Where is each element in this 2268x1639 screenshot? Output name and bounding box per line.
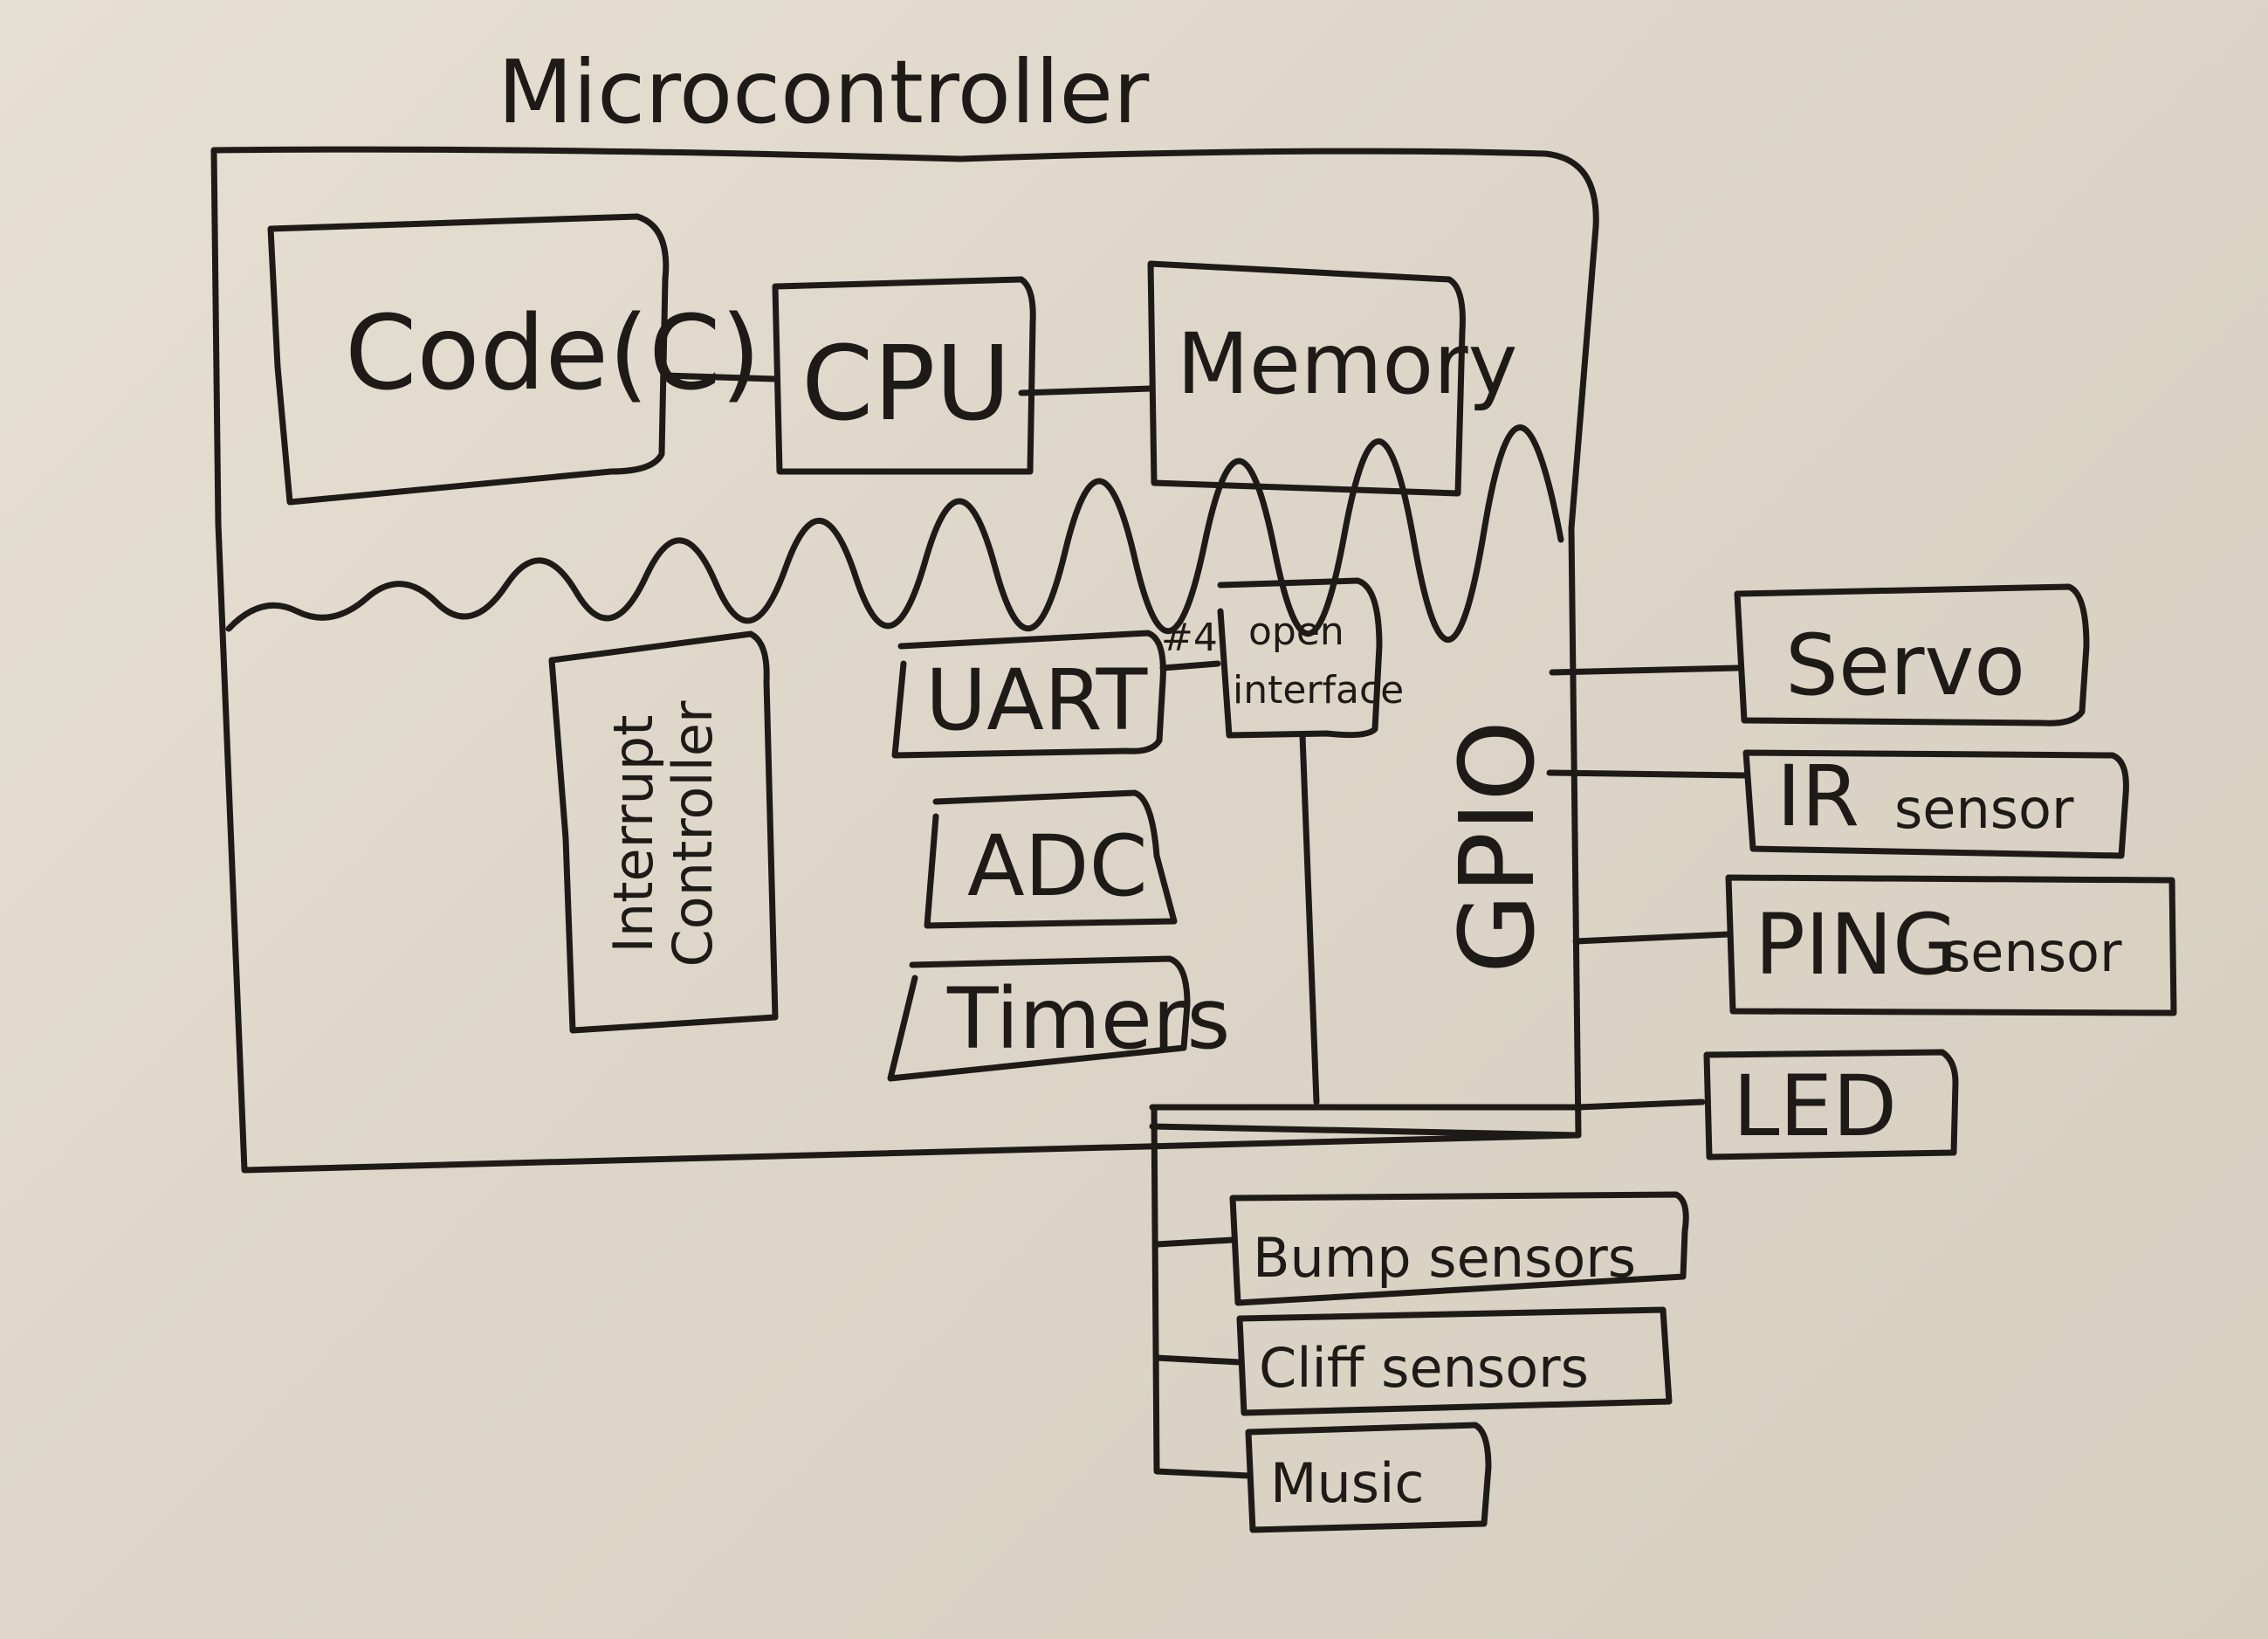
code-label: Code(C) xyxy=(345,293,761,413)
microcontroller-boundary xyxy=(210,146,1599,1174)
cpu-memory-link xyxy=(1018,385,1154,396)
cliff-sensors-label: Cliff sensors xyxy=(1259,1336,1589,1400)
interrupt-controller-label: Interrupt Controller xyxy=(601,700,725,967)
ir-line xyxy=(1546,769,1749,779)
led-block xyxy=(1703,1049,1959,1160)
diagram-title: Microcontroller xyxy=(498,41,1150,143)
oi-down-line xyxy=(1299,732,1320,1105)
code-cpu-link xyxy=(660,372,779,382)
bump-sensors-label: Bump sensors xyxy=(1253,1226,1636,1290)
open-interface-block xyxy=(1217,577,1383,739)
uart-link-label: #4 xyxy=(1161,616,1218,660)
music-block xyxy=(1245,1422,1492,1533)
cpu-block xyxy=(772,276,1036,475)
uart-block xyxy=(891,630,1166,759)
timers-block xyxy=(887,955,1191,1082)
ping-sensor-block xyxy=(1725,874,2177,1016)
memory-label: Memory xyxy=(1177,315,1517,413)
cliff-sensors-block xyxy=(1236,1306,1673,1416)
adc-block xyxy=(924,789,1178,929)
svg-text:Interrupt: Interrupt xyxy=(601,715,665,954)
ir-sensor-text: sensor xyxy=(1894,777,2074,841)
ir-label: IR xyxy=(1777,747,1859,845)
uart-oi-link xyxy=(1159,660,1221,671)
cliff-branch xyxy=(1153,1354,1243,1366)
bus-bottom-line xyxy=(1149,1123,1582,1139)
code-block xyxy=(267,213,670,506)
ping-line xyxy=(1572,931,1732,945)
open-interface-label-line2: interface xyxy=(1233,668,1404,713)
bump-sensors-block xyxy=(1229,1191,1689,1306)
svg-text:Controller: Controller xyxy=(661,700,725,967)
adc-label: ADC xyxy=(967,817,1148,915)
timers-label: Timers xyxy=(946,970,1230,1068)
uart-label: UART xyxy=(925,651,1148,749)
music-label: Music xyxy=(1270,1451,1424,1515)
cpu-label: CPU xyxy=(801,323,1011,444)
open-interface-label-line1: open xyxy=(1248,609,1344,654)
ping-sensor-text: sensor xyxy=(1942,920,2122,984)
oi-led-bus xyxy=(1149,1098,1706,1111)
svg-text:GPIO: GPIO xyxy=(1437,720,1557,974)
servo-line xyxy=(1549,665,1741,676)
interrupt-controller-block xyxy=(548,630,779,1034)
memory-block xyxy=(1147,260,1466,497)
servo-block xyxy=(1734,583,2090,727)
wavy-separator xyxy=(225,424,1564,643)
oi-device-bus xyxy=(1151,1104,1252,1479)
bump-branch xyxy=(1153,1236,1236,1248)
led-label: LED xyxy=(1733,1057,1897,1155)
ping-label: PING xyxy=(1755,896,1957,994)
gpio-label: GPIO xyxy=(1437,720,1557,974)
ir-sensor-block xyxy=(1742,749,2129,859)
servo-label: Servo xyxy=(1785,616,2025,714)
